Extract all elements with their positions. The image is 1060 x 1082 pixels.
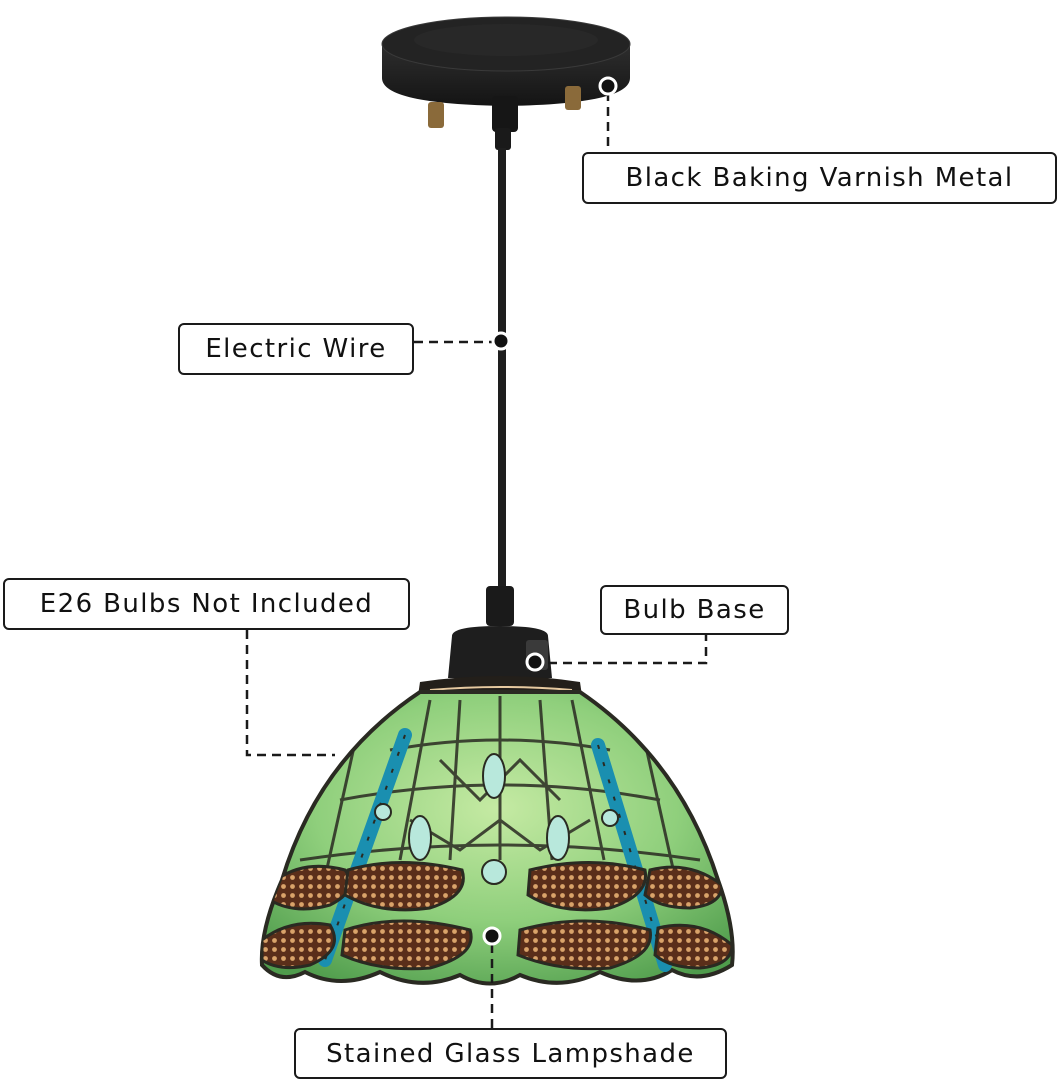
callout-electric-wire: Electric Wire	[178, 323, 414, 375]
callout-label: Black Baking Varnish Metal	[625, 163, 1014, 193]
dot-wire	[491, 331, 511, 351]
ceiling-canopy	[381, 16, 631, 132]
electric-wire	[495, 128, 511, 590]
callout-label: Stained Glass Lampshade	[326, 1038, 695, 1069]
callout-dots	[482, 76, 618, 946]
callout-stained-glass-lampshade: Stained Glass Lampshade	[294, 1028, 727, 1079]
dot-mount	[598, 76, 618, 96]
callout-label: Bulb Base	[623, 595, 766, 625]
callout-black-baking-varnish-metal: Black Baking Varnish Metal	[582, 152, 1057, 204]
stained-glass-lampshade	[259, 690, 735, 986]
dot-base	[525, 652, 545, 672]
callout-label: E26 Bulbs Not Included	[39, 589, 374, 619]
bulb-base	[418, 586, 582, 696]
glass-jewels	[374, 753, 619, 885]
callout-label: Electric Wire	[205, 334, 387, 364]
dot-shade	[482, 926, 502, 946]
leader-lines	[245, 92, 708, 1028]
dragonfly-body-left	[318, 728, 412, 967]
callout-bulb-base: Bulb Base	[600, 585, 789, 635]
dragonfly-body-right	[591, 738, 672, 972]
callout-e26-bulbs-not-included: E26 Bulbs Not Included	[3, 578, 410, 630]
dragonfly-wings	[261, 861, 733, 971]
